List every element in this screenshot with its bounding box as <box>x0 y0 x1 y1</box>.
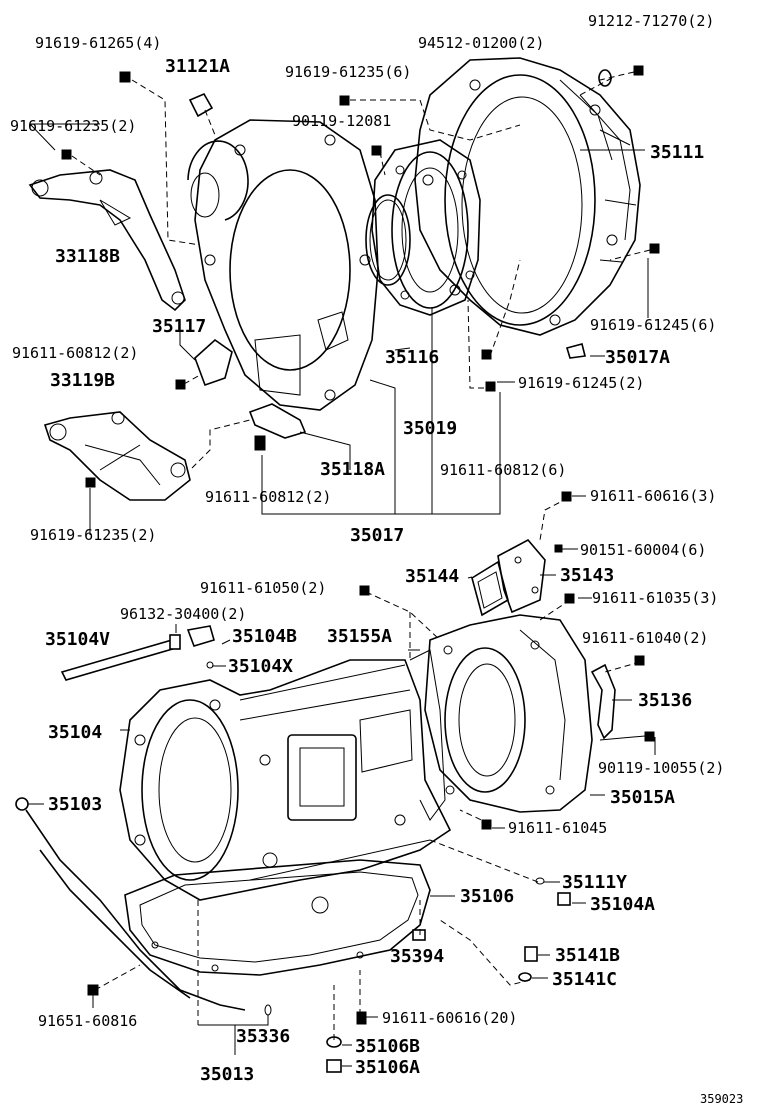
part-35144-gasket <box>471 560 509 617</box>
label-33118B: 33118B <box>55 246 120 267</box>
part-35117-cover <box>194 338 233 387</box>
label-35136: 35136 <box>638 690 692 711</box>
leader-lines <box>28 123 656 1067</box>
label-91611-61035-3: 91611-61035(3) <box>592 589 718 607</box>
part-33118B-bracket <box>28 169 186 312</box>
label-35106A: 35106A <box>355 1057 420 1078</box>
part-35111-housing <box>414 57 641 336</box>
label-35015A: 35015A <box>610 787 675 808</box>
part-35103-dipstick <box>15 797 246 1011</box>
label-94512-01200-2: 94512-01200(2) <box>418 34 544 52</box>
label-35143: 35143 <box>560 565 614 586</box>
label-35336: 35336 <box>236 1026 290 1047</box>
label-35141C: 35141C <box>552 969 617 990</box>
label-35141B: 35141B <box>555 945 620 966</box>
part-96132-washer <box>169 634 181 650</box>
part-35015A-extension <box>424 614 593 813</box>
part-35017A-plug <box>565 343 586 359</box>
label-91611-61045: 91611-61045 <box>508 819 607 837</box>
part-35019-adapter <box>371 139 481 316</box>
guide-lines <box>71 71 651 1040</box>
label-91619-61245-6: 91619-61245(6) <box>590 316 716 334</box>
part-35117-plate <box>187 119 379 411</box>
label-91611-61040-2: 91611-61040(2) <box>582 629 708 647</box>
label-91212-71270-2: 91212-71270(2) <box>588 12 714 30</box>
label-90119-12081: 90119-12081 <box>292 112 391 130</box>
label-35118A: 35118A <box>320 459 385 480</box>
part-35136-bracket <box>590 663 616 740</box>
label-35013: 35013 <box>200 1064 254 1085</box>
label-91611-61050-2: 91611-61050(2) <box>200 579 326 597</box>
label-35017: 35017 <box>350 525 404 546</box>
part-35104-case <box>119 659 452 901</box>
part-35143-cover <box>497 538 546 614</box>
label-91619-61265-4: 91619-61265(4) <box>35 34 161 52</box>
label-35117: 35117 <box>152 316 206 337</box>
part-33119B-bracket <box>43 411 191 501</box>
part-35118A-plate <box>248 403 307 439</box>
label-91611-60616-3: 91611-60616(3) <box>590 487 716 505</box>
label-91619-61245-2: 91619-61245(2) <box>518 374 644 392</box>
part-35116-oring <box>365 194 411 286</box>
part-35106-oilpan <box>124 859 431 976</box>
part-35155A-gasket <box>409 649 446 821</box>
label-35116: 35116 <box>385 347 439 368</box>
label-35103: 35103 <box>48 794 102 815</box>
part-31121A-plug <box>188 92 214 118</box>
label-35106: 35106 <box>460 886 514 907</box>
label-35106B: 35106B <box>355 1036 420 1057</box>
label-90151-60004-6: 90151-60004(6) <box>580 541 706 559</box>
label-91619-61235-6: 91619-61235(6) <box>285 63 411 81</box>
label-96132-30400-2: 96132-30400(2) <box>120 605 246 623</box>
label-33119B: 33119B <box>50 370 115 391</box>
diagram-reference-code: 359023 <box>700 1092 743 1106</box>
label-35111: 35111 <box>650 142 704 163</box>
label-35104X: 35104X <box>228 656 293 677</box>
label-90119-10055-2: 90119-10055(2) <box>598 759 724 777</box>
label-35017A: 35017A <box>605 347 670 368</box>
label-35104A: 35104A <box>590 894 655 915</box>
label-91651-60816: 91651-60816 <box>38 1012 137 1030</box>
label-91611-60812-2b: 91611-60812(2) <box>205 488 331 506</box>
label-91611-60812-2a: 91611-60812(2) <box>12 344 138 362</box>
label-31121A: 31121A <box>165 56 230 77</box>
bolts-hardware <box>61 65 660 1073</box>
label-91611-60616-20: 91611-60616(20) <box>382 1009 517 1027</box>
label-35104B: 35104B <box>232 626 297 647</box>
label-35104: 35104 <box>48 722 102 743</box>
label-35394: 35394 <box>390 946 444 967</box>
label-35155A: 35155A <box>327 626 392 647</box>
label-91619-61235-2b: 91619-61235(2) <box>30 526 156 544</box>
label-35111Y: 35111Y <box>562 872 627 893</box>
label-91619-61235-2a: 91619-61235(2) <box>10 117 136 135</box>
part-labels: 91619-61265(4) 31121A 91619-61235(6) 945… <box>10 12 743 1106</box>
label-35144: 35144 <box>405 566 459 587</box>
label-91611-60812-6: 91611-60812(6) <box>440 461 566 479</box>
label-35019: 35019 <box>403 418 457 439</box>
part-35104B-union <box>186 625 215 647</box>
label-35104V: 35104V <box>45 629 110 650</box>
